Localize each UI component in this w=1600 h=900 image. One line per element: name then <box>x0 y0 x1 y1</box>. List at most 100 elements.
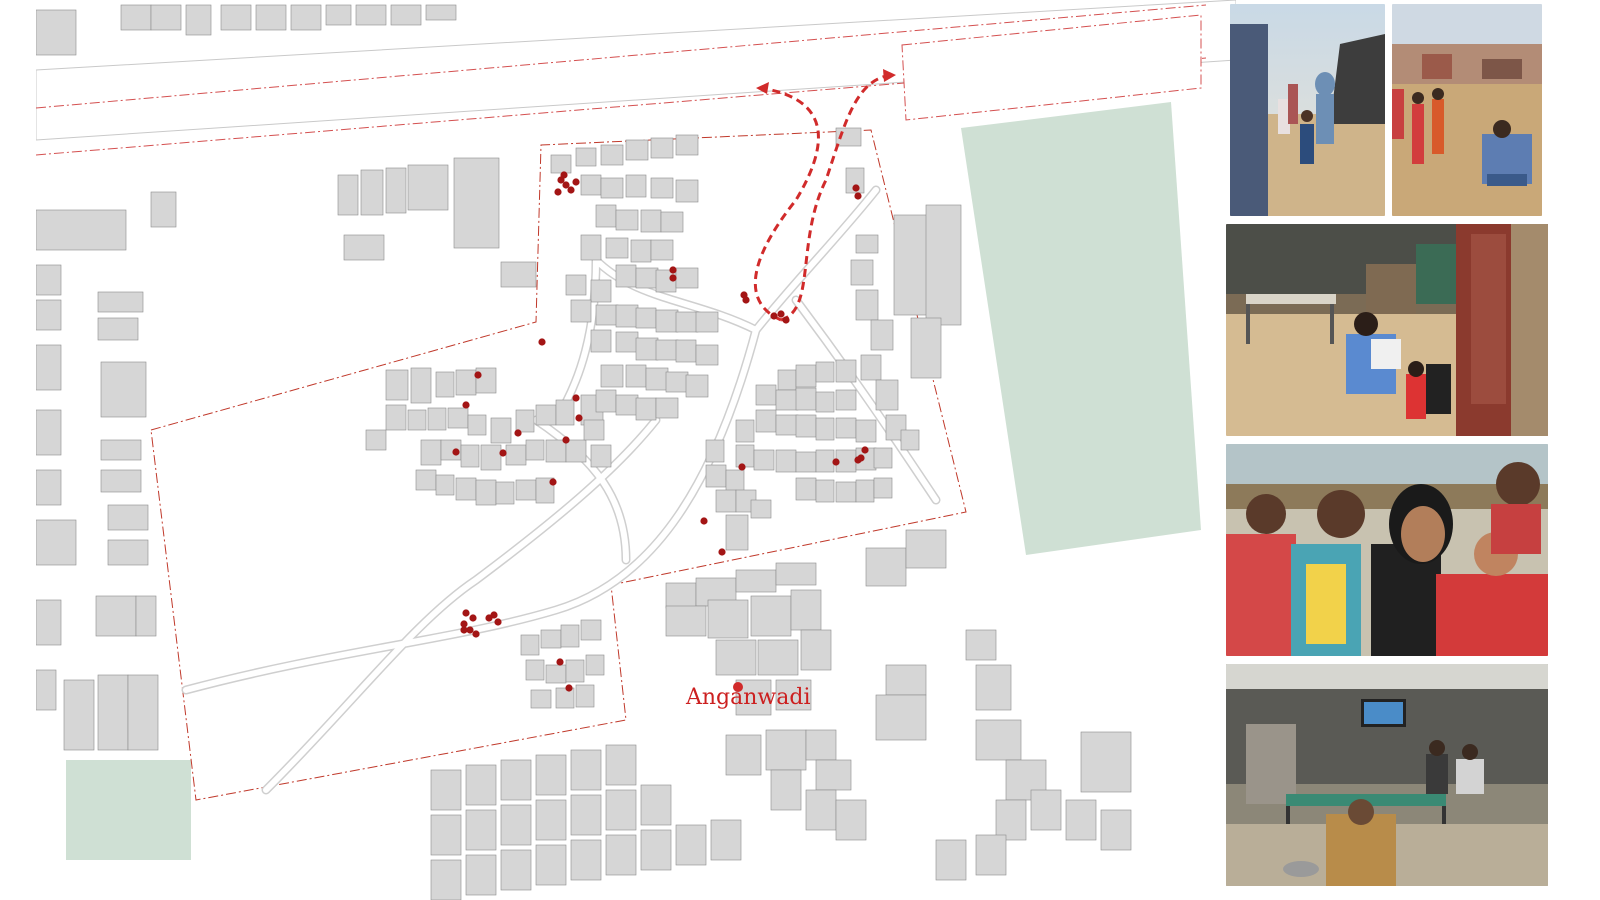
building <box>453 157 500 249</box>
survey-dot[interactable] <box>466 626 474 634</box>
building <box>407 164 449 211</box>
building <box>580 174 602 196</box>
building <box>875 694 927 741</box>
building <box>855 234 879 254</box>
survey-dot[interactable] <box>572 178 580 186</box>
survey-dot[interactable] <box>575 414 583 422</box>
survey-dot[interactable] <box>462 609 470 617</box>
building <box>925 204 962 326</box>
building <box>600 177 624 199</box>
survey-dot[interactable] <box>777 310 785 318</box>
survey-dot[interactable] <box>857 454 865 462</box>
photo-survey-at-shack[interactable] <box>1226 224 1548 436</box>
site-map[interactable]: Anganwadi <box>36 0 1236 900</box>
building <box>707 599 749 639</box>
building <box>590 329 612 353</box>
building <box>495 481 515 505</box>
survey-dot[interactable] <box>738 463 746 471</box>
building <box>460 444 480 468</box>
building <box>585 654 605 676</box>
building <box>850 259 874 286</box>
building <box>665 371 689 393</box>
survey-dot[interactable] <box>562 181 570 189</box>
survey-dot[interactable] <box>854 192 862 200</box>
building <box>665 605 707 637</box>
survey-dot[interactable] <box>718 548 726 556</box>
survey-dot[interactable] <box>538 338 546 346</box>
building <box>655 309 679 333</box>
building <box>815 361 835 383</box>
survey-dot[interactable] <box>494 618 502 626</box>
survey-dot[interactable] <box>669 274 677 282</box>
survey-dot[interactable] <box>556 658 564 666</box>
survey-dot[interactable] <box>549 478 557 486</box>
survey-dot[interactable] <box>782 316 790 324</box>
survey-dot[interactable] <box>562 436 570 444</box>
building <box>870 319 894 351</box>
survey-dot[interactable] <box>565 684 573 692</box>
building <box>795 414 817 438</box>
photo-woman-under-shelter[interactable] <box>1226 664 1548 886</box>
building <box>36 9 77 56</box>
building <box>795 451 817 473</box>
survey-dot[interactable] <box>669 266 677 274</box>
building <box>725 469 745 493</box>
survey-dot[interactable] <box>462 401 470 409</box>
building <box>535 844 567 886</box>
survey-dot[interactable] <box>742 296 750 304</box>
building <box>36 669 57 711</box>
survey-dot[interactable] <box>452 448 460 456</box>
photo-children-walking[interactable] <box>1230 4 1385 216</box>
building <box>935 839 967 881</box>
survey-dot[interactable] <box>832 458 840 466</box>
building <box>795 364 817 388</box>
building <box>1065 799 1097 841</box>
survey-dot[interactable] <box>499 449 507 457</box>
building <box>410 367 432 404</box>
building <box>500 849 532 891</box>
building <box>385 369 409 401</box>
route-path <box>753 73 892 322</box>
anganwadi-marker[interactable]: Anganwadi <box>685 682 811 710</box>
survey-dot[interactable] <box>861 446 869 454</box>
building <box>36 469 62 506</box>
survey-dot[interactable] <box>485 614 493 622</box>
route-arrowheads <box>756 69 896 94</box>
survey-dot[interactable] <box>460 626 468 634</box>
survey-dot[interactable] <box>472 630 480 638</box>
building <box>565 659 585 683</box>
survey-dot[interactable] <box>460 620 468 628</box>
building <box>595 389 617 413</box>
building <box>605 744 637 786</box>
survey-dot[interactable] <box>852 184 860 192</box>
highway <box>36 0 1236 156</box>
survey-dot[interactable] <box>474 371 482 379</box>
building <box>530 689 552 709</box>
survey-dot[interactable] <box>770 312 778 320</box>
photo-group-selfie[interactable] <box>1226 444 1548 656</box>
building <box>640 784 672 826</box>
building <box>385 167 407 214</box>
building <box>910 317 942 379</box>
building <box>100 439 142 461</box>
building <box>390 4 422 26</box>
building <box>415 469 437 491</box>
survey-dot[interactable] <box>567 186 575 194</box>
survey-dot[interactable] <box>554 188 562 196</box>
building <box>420 439 442 466</box>
survey-dot[interactable] <box>469 614 477 622</box>
building <box>625 139 649 161</box>
photo-survey-children[interactable] <box>1392 4 1542 216</box>
survey-dot[interactable] <box>514 429 522 437</box>
building <box>685 374 709 398</box>
survey-dot[interactable] <box>700 517 708 525</box>
arrowhead-right-icon <box>883 69 896 82</box>
survey-dot[interactable] <box>560 171 568 179</box>
building <box>835 799 867 841</box>
survey-dot[interactable] <box>572 394 580 402</box>
building <box>100 469 142 493</box>
building <box>975 719 1022 761</box>
building <box>775 679 812 711</box>
building <box>893 214 930 316</box>
